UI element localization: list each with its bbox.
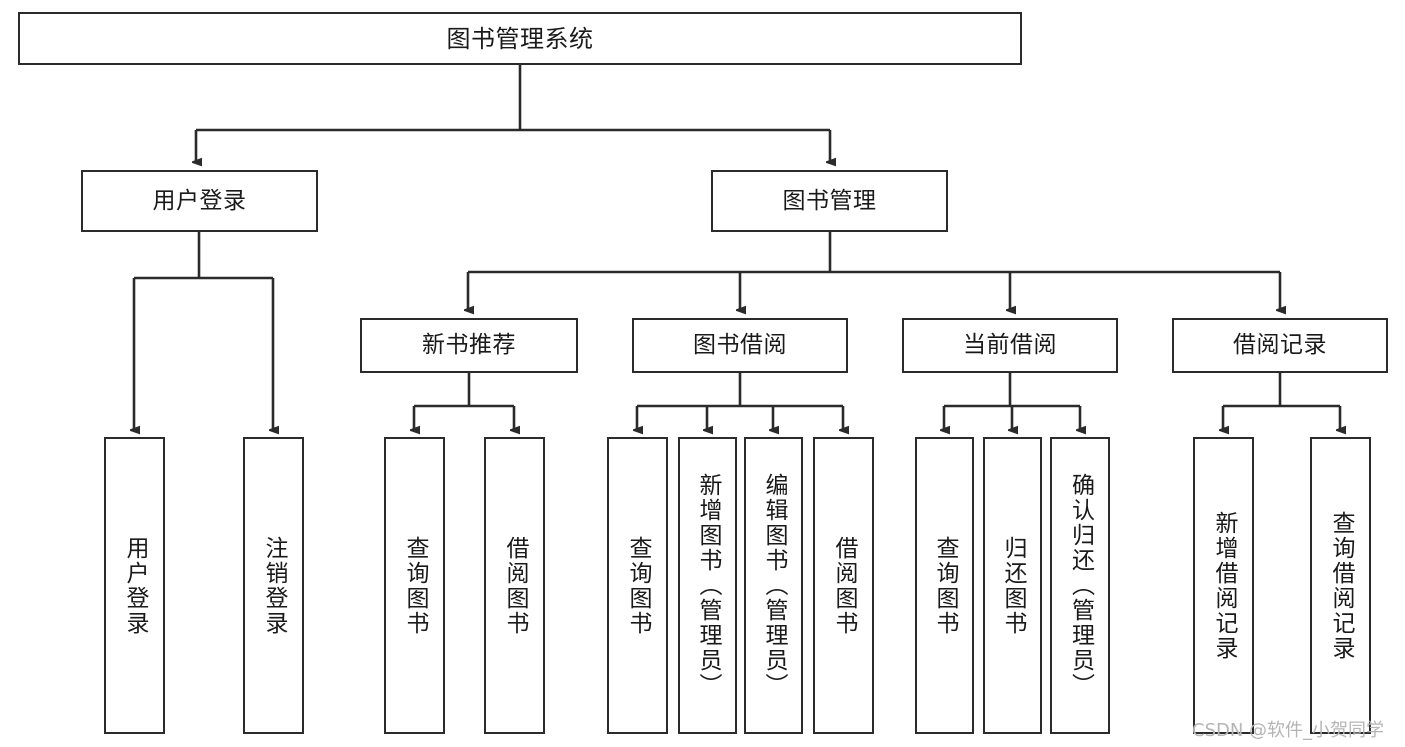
node-label: 借阅图书 — [831, 535, 857, 636]
node-leaf-current-return-book[interactable]: 归还图书 — [983, 437, 1042, 734]
node-label: 当前借阅 — [963, 332, 1057, 358]
node-leaf-record-query-record[interactable]: 查询借阅记录 — [1310, 437, 1371, 734]
node-label: 借阅记录 — [1233, 332, 1327, 358]
node-label: 新书推荐 — [422, 332, 516, 358]
node-leaf-user-login[interactable]: 用户登录 — [104, 437, 165, 734]
node-label: 注销登录 — [261, 535, 287, 636]
node-leaf-borrow-edit-book-admin[interactable]: 编辑图书（管理员） — [744, 437, 803, 734]
node-label: 图书管理系统 — [446, 24, 594, 53]
csdn-watermark: CSDN @软件_小贺同学 — [1192, 720, 1385, 741]
node-label: 图书管理 — [782, 187, 877, 214]
node-leaf-user-logout[interactable]: 注销登录 — [243, 437, 304, 734]
node-book-borrow[interactable]: 图书借阅 — [632, 318, 848, 373]
node-leaf-newbook-query-book[interactable]: 查询图书 — [384, 437, 445, 734]
node-user-login[interactable]: 用户登录 — [81, 170, 318, 232]
node-borrow-record[interactable]: 借阅记录 — [1172, 318, 1388, 373]
node-label: 查询借阅记录 — [1328, 510, 1354, 661]
node-label: 查询图书 — [932, 535, 958, 636]
node-label: 查询图书 — [625, 535, 651, 636]
node-leaf-record-add-record[interactable]: 新增借阅记录 — [1193, 437, 1254, 734]
node-leaf-borrow-lend-book[interactable]: 借阅图书 — [813, 437, 874, 734]
node-new-book-recommend[interactable]: 新书推荐 — [360, 318, 578, 373]
node-label: 借阅图书 — [502, 535, 528, 636]
node-label: 用户登录 — [152, 187, 247, 214]
node-root-system[interactable]: 图书管理系统 — [18, 12, 1022, 65]
node-label: 图书借阅 — [693, 332, 787, 358]
node-label: 归还图书 — [1000, 535, 1026, 636]
node-leaf-current-confirm-return-admin[interactable]: 确认归还（管理员） — [1050, 437, 1110, 734]
node-label: 查询图书 — [402, 535, 428, 636]
node-label: 用户登录 — [122, 535, 148, 636]
node-leaf-borrow-query-book[interactable]: 查询图书 — [607, 437, 668, 734]
node-label: 新增借阅记录 — [1211, 510, 1237, 661]
node-leaf-newbook-borrow-book[interactable]: 借阅图书 — [484, 437, 545, 734]
node-label: 新增图书（管理员） — [695, 473, 721, 698]
node-current-borrow[interactable]: 当前借阅 — [902, 318, 1118, 373]
node-leaf-current-query-book[interactable]: 查询图书 — [915, 437, 974, 734]
node-book-management[interactable]: 图书管理 — [711, 170, 948, 232]
node-leaf-borrow-add-book-admin[interactable]: 新增图书（管理员） — [678, 437, 737, 734]
node-label: 确认归还（管理员） — [1067, 473, 1094, 698]
node-label: 编辑图书（管理员） — [761, 473, 787, 698]
